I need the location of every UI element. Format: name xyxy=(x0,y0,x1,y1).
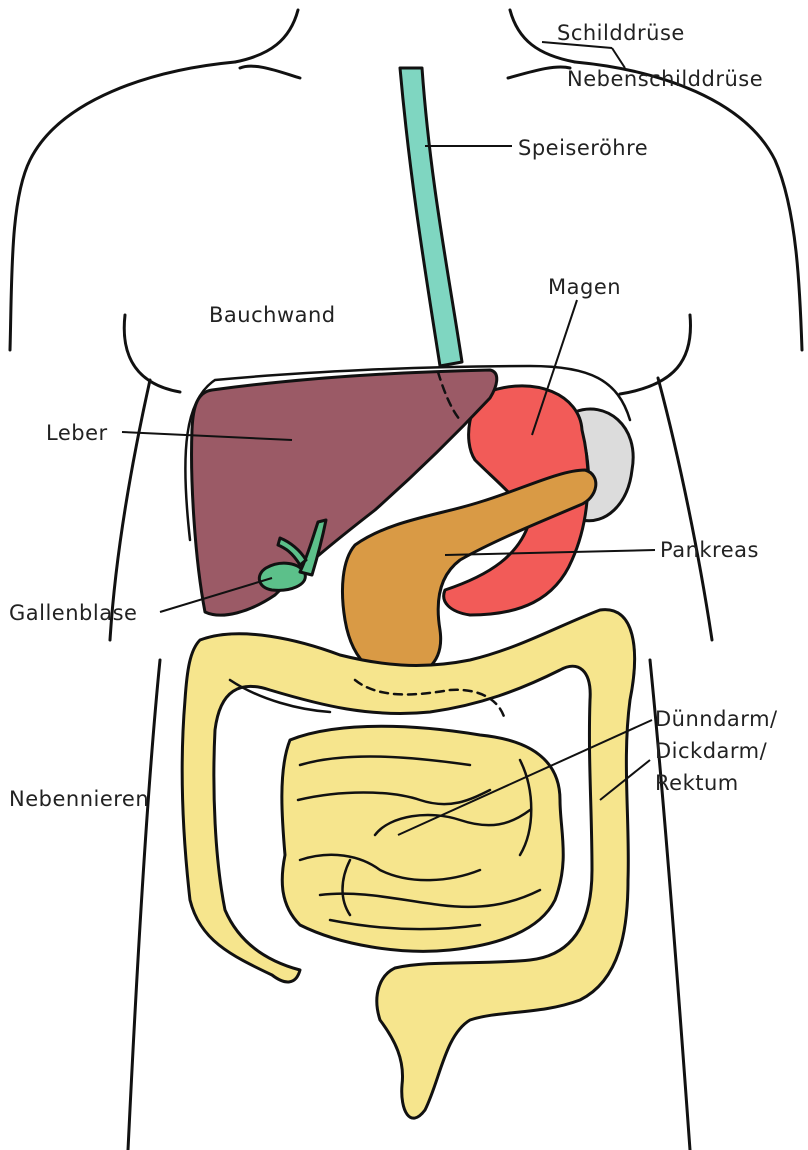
label-speiseroehre: Speiseröhre xyxy=(518,136,648,160)
label-schilddruese: Schilddrüse xyxy=(557,21,685,45)
label-dickdarm: Dickdarm/ xyxy=(655,739,768,763)
label-nebennieren: Nebennieren xyxy=(9,787,149,811)
label-pankreas: Pankreas xyxy=(660,538,759,562)
label-gallenblase: Gallenblase xyxy=(9,601,137,625)
intestines xyxy=(182,610,634,1119)
label-duenndarm: Dünndarm/ xyxy=(655,707,778,731)
label-rektum: Rektum xyxy=(655,771,739,795)
label-leber: Leber xyxy=(46,421,108,445)
label-bauchwand: Bauchwand xyxy=(209,303,336,327)
label-nebenschilddruese: Nebenschilddrüse xyxy=(567,67,763,91)
esophagus xyxy=(400,68,462,366)
label-magen: Magen xyxy=(548,275,621,299)
